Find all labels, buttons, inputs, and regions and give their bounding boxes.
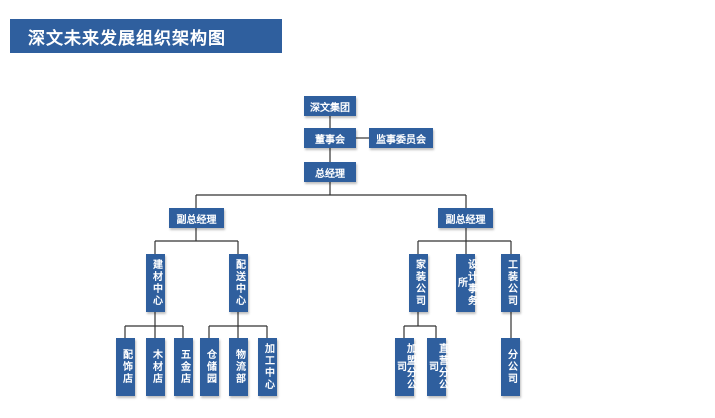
page-title: 深文未来发展组织架构图 xyxy=(10,19,282,53)
node-gm: 总经理 xyxy=(304,162,356,182)
node-logistics: 物流部 xyxy=(229,338,248,396)
node-decor-store: 配饰店 xyxy=(116,338,135,396)
node-home-decor-co: 家装公司 xyxy=(409,254,428,312)
node-supervisory: 监事委员会 xyxy=(369,128,433,148)
node-engineering-co: 工装公司 xyxy=(501,254,520,312)
node-design-office: 设计事务所 xyxy=(456,254,477,312)
node-timber-store: 木材店 xyxy=(146,338,165,396)
node-branch-co: 分公司 xyxy=(501,338,520,396)
node-building-center: 建材中心 xyxy=(146,254,165,312)
node-distribution-center: 配送中心 xyxy=(229,254,248,312)
node-hardware-store: 五金店 xyxy=(174,338,193,396)
node-vp-right: 副总经理 xyxy=(438,208,493,228)
node-franchise-branch: 加盟分公司 xyxy=(395,338,416,396)
node-direct-branch: 直营分公司 xyxy=(427,338,448,396)
node-warehouse: 仓储园 xyxy=(200,338,219,396)
node-board: 董事会 xyxy=(304,128,356,148)
node-root: 深文集团 xyxy=(304,96,356,116)
node-processing-center: 加工中心 xyxy=(258,338,277,396)
node-vp-left: 副总经理 xyxy=(169,208,224,228)
